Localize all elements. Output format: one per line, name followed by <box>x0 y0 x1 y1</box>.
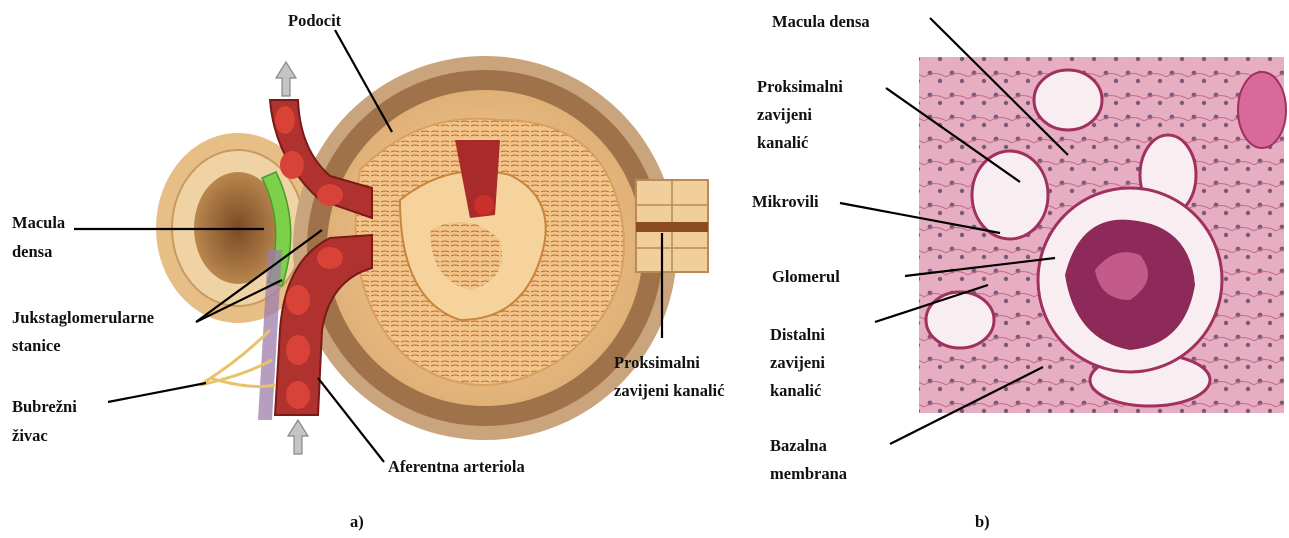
label-proximal-b-3: kanalić <box>757 133 808 152</box>
label-macula-densa-a-2: densa <box>12 242 52 261</box>
label-distal-3: kanalić <box>770 381 821 400</box>
label-proximal-b-1: Proksimalni <box>757 77 843 96</box>
label-proximal-a-1: Proksimalni <box>614 353 700 372</box>
label-bazalna-1: Bazalna <box>770 436 827 455</box>
panel-b-micrograph <box>919 57 1286 413</box>
label-nerve-1: Bubrežni <box>12 397 77 416</box>
label-proximal-a-2: zavijeni kanalić <box>614 381 724 400</box>
label-bazalna-2: membrana <box>770 464 847 483</box>
label-distal-1: Distalni <box>770 325 825 344</box>
label-macula-densa-b: Macula densa <box>772 12 870 31</box>
label-glomerul: Glomerul <box>772 267 840 286</box>
label-podocit: Podocit <box>288 11 342 30</box>
leader-nerve <box>108 383 206 402</box>
blood-flow-up-arrow <box>276 62 296 96</box>
caption-b: b) <box>975 512 990 531</box>
panel-a-illustration: Podocit Macula densa Jukstaglomerularne … <box>12 11 724 531</box>
label-distal-2: zavijeni <box>770 353 825 372</box>
caption-a: a) <box>350 512 364 531</box>
label-macula-densa-a-1: Macula <box>12 213 65 232</box>
label-proximal-b-2: zavijeni <box>757 105 812 124</box>
label-mikrovili: Mikrovili <box>752 192 819 211</box>
label-juksta-2: stanice <box>12 336 61 355</box>
label-juksta-1: Jukstaglomerularne <box>12 308 154 327</box>
blood-flow-in-arrow <box>288 420 308 454</box>
label-nerve-2: živac <box>12 426 48 445</box>
label-afferent: Aferentna arteriola <box>388 457 525 476</box>
proximal-tubule-illustration <box>636 180 708 272</box>
